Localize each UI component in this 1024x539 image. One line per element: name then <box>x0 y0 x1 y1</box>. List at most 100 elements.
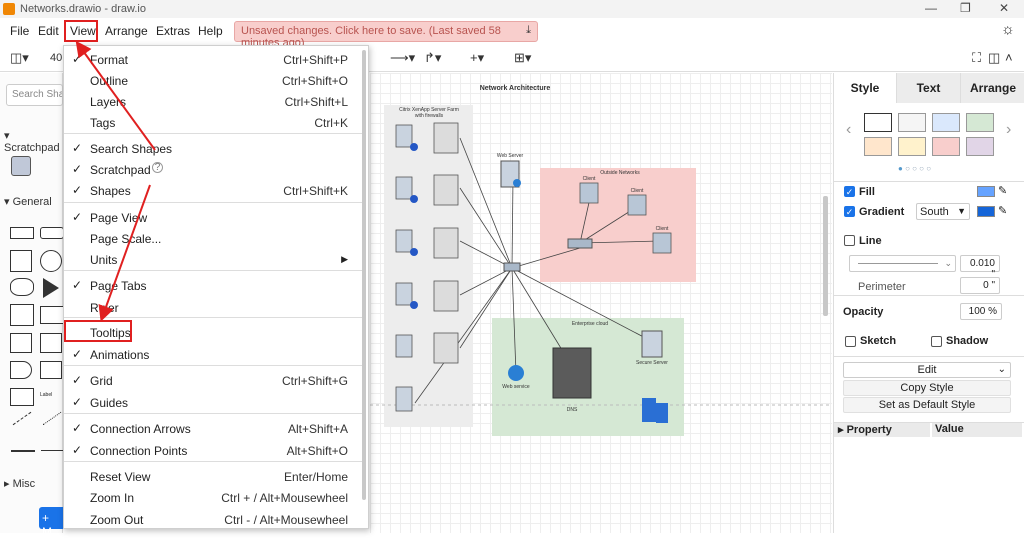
fullscreen-icon[interactable]: ⛶ <box>972 50 981 66</box>
view-menu-item-connection-arrows[interactable]: ✓Connection ArrowsAlt+Shift+A <box>64 418 362 439</box>
triangle-shape[interactable] <box>43 278 59 298</box>
rounded-rect-shape[interactable] <box>40 227 64 239</box>
collapse-icon[interactable]: ˄ <box>1005 50 1013 65</box>
unsaved-changes-banner[interactable]: Unsaved changes. Click here to save. (La… <box>234 21 538 42</box>
help-icon[interactable]: ? <box>152 162 163 173</box>
swatch-prev-icon[interactable]: ‹ <box>846 121 851 139</box>
menu-arrange[interactable]: Arrange <box>105 24 148 38</box>
line-width-input[interactable]: 0.010 " <box>960 255 1000 272</box>
gradient-checkbox[interactable]: ✓ <box>844 206 855 217</box>
gradient-color-picker[interactable] <box>977 206 995 217</box>
view-menu-item-scratchpad[interactable]: ✓Scratchpad? <box>64 159 362 180</box>
search-shapes-input[interactable]: Search Shapes <box>6 84 63 106</box>
sidebar-toggle-icon[interactable]: ◫▾ <box>10 50 29 66</box>
section-general[interactable]: ▾ General <box>4 195 52 208</box>
cube-shape[interactable] <box>40 306 64 324</box>
view-menu-item-grid[interactable]: ✓GridCtrl+Shift+G <box>64 370 362 391</box>
view-menu-item-units[interactable]: Units▶ <box>64 249 362 270</box>
menu-file[interactable]: File <box>10 24 29 38</box>
view-menu-item-outline[interactable]: OutlineCtrl+Shift+O <box>64 70 362 91</box>
line-shape[interactable] <box>11 450 35 452</box>
list-shape[interactable] <box>10 388 34 406</box>
insert-icon[interactable]: +▾ <box>470 50 484 66</box>
perimeter-input[interactable]: 0 " <box>960 277 1000 294</box>
tab-text[interactable]: Text <box>896 73 960 103</box>
diagram-canvas[interactable]: Network Architecture Citrix XenApp Serve… <box>370 73 832 533</box>
table-icon[interactable]: ⊞▾ <box>514 50 531 66</box>
style-swatch[interactable] <box>966 137 994 156</box>
view-menu-item-tags[interactable]: TagsCtrl+K <box>64 112 362 133</box>
canvas-scrollbar[interactable] <box>823 196 828 316</box>
style-swatch[interactable] <box>932 137 960 156</box>
save-icon: ⤓ <box>526 24 531 37</box>
gradient-edit-icon[interactable]: ✎ <box>998 204 1007 217</box>
circle-shape[interactable] <box>40 250 62 272</box>
style-swatch[interactable] <box>898 113 926 132</box>
style-swatch[interactable] <box>864 137 892 156</box>
menu-edit[interactable]: Edit <box>38 24 59 38</box>
zoom-value[interactable]: 40 <box>50 52 62 64</box>
minimize-icon[interactable]: — <box>925 1 937 15</box>
hexagon-shape[interactable] <box>10 278 34 296</box>
section-scratchpad[interactable]: ▾ Scratchpad <box>4 129 62 154</box>
connection-style-icon[interactable]: ⟶▾ <box>390 50 415 66</box>
swatch-pager[interactable]: ● ○ ○ ○ ○ <box>898 164 931 173</box>
view-menu-item-shapes[interactable]: ✓ShapesCtrl+Shift+K <box>64 180 362 201</box>
view-menu-item-page-scale[interactable]: Page Scale... <box>64 228 362 249</box>
tab-style[interactable]: Style <box>834 73 896 103</box>
view-menu-item-reset-view[interactable]: Reset ViewEnter/Home <box>64 466 362 487</box>
menu-help[interactable]: Help <box>198 24 223 38</box>
fill-color-picker[interactable] <box>977 186 995 197</box>
view-menu-item-guides[interactable]: ✓Guides <box>64 392 362 413</box>
copy-style-button[interactable]: Copy Style <box>843 380 1011 396</box>
close-icon[interactable]: ✕ <box>999 1 1009 15</box>
view-menu-item-format[interactable]: ✓FormatCtrl+Shift+P <box>64 49 362 70</box>
delay-shape[interactable] <box>10 361 32 379</box>
view-menu-item-animations[interactable]: ✓Animations <box>64 344 362 365</box>
document-shape[interactable] <box>10 333 32 353</box>
swatch-next-icon[interactable]: › <box>1006 121 1011 139</box>
restore-icon[interactable]: ❐ <box>960 1 971 15</box>
theme-icon[interactable]: ☼ <box>1001 21 1015 38</box>
cube-shape-icon[interactable] <box>11 156 31 176</box>
style-swatch[interactable] <box>966 113 994 132</box>
style-swatch[interactable] <box>932 113 960 132</box>
waypoint-icon[interactable]: ↱▾ <box>424 50 441 66</box>
fill-edit-icon[interactable]: ✎ <box>998 184 1007 197</box>
view-menu-item-zoom-in[interactable]: Zoom InCtrl + / Alt+Mousewheel <box>64 487 362 508</box>
square-shape[interactable] <box>10 250 32 272</box>
view-menu-item-page-view[interactable]: ✓Page View <box>64 207 362 228</box>
line-checkbox[interactable] <box>844 235 855 246</box>
view-menu-item-layers[interactable]: LayersCtrl+Shift+L <box>64 91 362 112</box>
style-swatch[interactable] <box>898 137 926 156</box>
edit-style-select[interactable]: Edit⌄ <box>843 362 1011 378</box>
format-panel-icon[interactable]: ◫ <box>988 50 1000 66</box>
line-style-select[interactable]: ⌄ <box>849 255 956 272</box>
fill-checkbox[interactable]: ✓ <box>844 186 855 197</box>
menu-extras[interactable]: Extras <box>156 24 190 38</box>
dashed-line-shape[interactable] <box>13 412 32 425</box>
view-menu-item-ruler[interactable]: Ruler <box>64 297 362 318</box>
menu-item-label: Guides <box>90 396 128 410</box>
grid-shape[interactable] <box>10 304 34 326</box>
card-shape[interactable] <box>40 333 62 353</box>
view-menu-item-page-tabs[interactable]: ✓Page Tabs <box>64 275 362 296</box>
shadow-checkbox[interactable] <box>931 336 942 347</box>
gradient-direction-select[interactable]: South▼ <box>916 203 970 220</box>
rectangle-shape[interactable] <box>10 227 34 239</box>
view-menu-item-search-shapes[interactable]: ✓Search Shapes <box>64 138 362 159</box>
arrow-shape[interactable] <box>41 450 63 451</box>
tab-arrange[interactable]: Arrange <box>960 73 1024 103</box>
menu-scrollbar[interactable] <box>362 50 366 500</box>
sketch-checkbox[interactable] <box>845 336 856 347</box>
data-storage-shape[interactable] <box>40 361 62 379</box>
view-menu-item-zoom-out[interactable]: Zoom OutCtrl - / Alt+Mousewheel <box>64 509 362 530</box>
opacity-input[interactable]: 100 % <box>960 303 1002 320</box>
style-swatch[interactable] <box>864 113 892 132</box>
label-shape[interactable]: Label <box>40 392 52 398</box>
more-shapes-button[interactable]: + M <box>39 507 63 529</box>
view-menu-item-connection-points[interactable]: ✓Connection PointsAlt+Shift+O <box>64 440 362 461</box>
default-style-button[interactable]: Set as Default Style <box>843 397 1011 413</box>
section-misc[interactable]: ▸ Misc <box>4 477 35 490</box>
dotted-line-shape[interactable] <box>43 412 62 425</box>
